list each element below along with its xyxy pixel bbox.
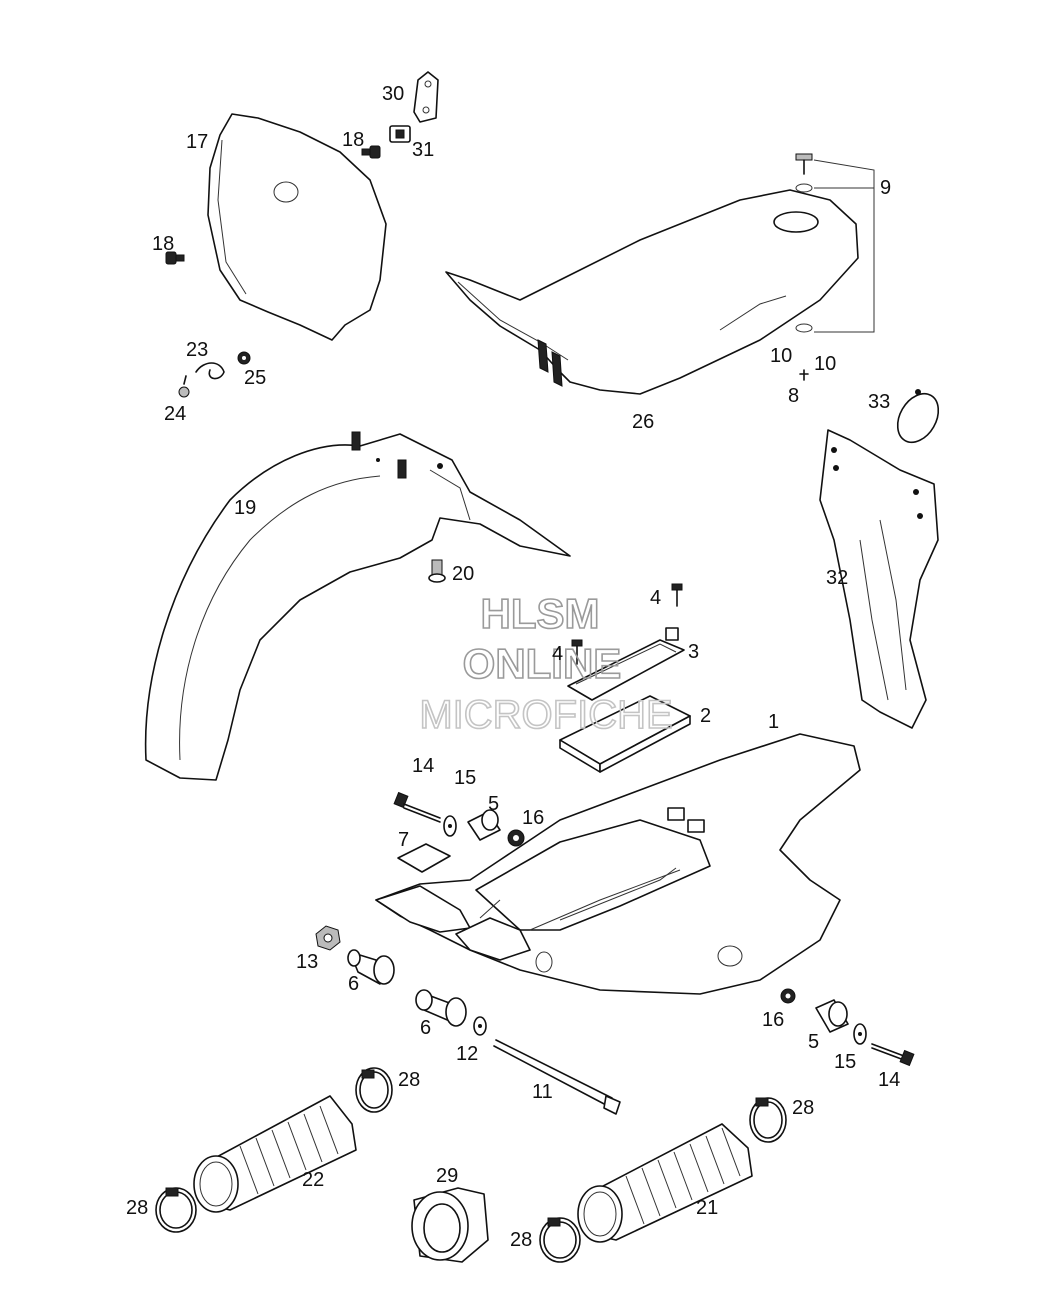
hose-clamp-part-28-top-left [355, 1067, 393, 1113]
cover-plate-part-3 [567, 627, 685, 701]
bolt-part-14-right [871, 1043, 915, 1067]
callout-30: 30 [382, 83, 404, 105]
washer-part-15-left [443, 815, 457, 837]
clamp-part-33 [896, 389, 940, 444]
screw-part-18-upper [361, 145, 381, 159]
nut-part-13 [315, 925, 341, 951]
callout-20: 20 [452, 563, 474, 585]
callout-22: 22 [302, 1169, 324, 1191]
bellows-part-21 [577, 1123, 753, 1243]
clip-part-23 [195, 362, 225, 380]
clip-nut-part-31 [389, 125, 411, 143]
callout-28-top-left: 28 [398, 1069, 420, 1091]
callout-33: 33 [868, 391, 890, 413]
screw-part-18-left [165, 251, 185, 265]
callout-9: 9 [880, 177, 891, 199]
nut-part-16-right [780, 988, 796, 1004]
bushing-part-5-left [467, 809, 501, 841]
bolt-part-8 [799, 369, 809, 381]
callout-1: 1 [768, 711, 779, 733]
mudflap-part-32 [819, 429, 939, 729]
callout-4-lower: 4 [552, 643, 563, 665]
callout-32: 32 [826, 567, 848, 589]
box-part-2 [559, 695, 691, 773]
bolt-part-11 [493, 1039, 621, 1115]
callout-6-lower: 6 [420, 1017, 431, 1039]
hose-clamp-part-28-top-right [749, 1097, 787, 1143]
spacer-part-6-upper [347, 949, 395, 985]
number-plate-part-17 [207, 113, 387, 341]
watermark-line-2: ONLINE [463, 640, 622, 687]
washer-part-10 [795, 323, 813, 333]
bracket-part-30 [413, 71, 439, 123]
callout-29: 29 [436, 1165, 458, 1187]
callout-31: 31 [412, 139, 434, 161]
nut-part-25 [237, 351, 251, 365]
seat-bolt-part-9 [795, 153, 813, 193]
callout-8: 8 [788, 385, 799, 407]
callout-19: 19 [234, 497, 256, 519]
washer-part-12 [473, 1016, 487, 1036]
seat-part-26 [445, 189, 859, 395]
callout-12: 12 [456, 1043, 478, 1065]
rubber-ring-part-29 [411, 1187, 489, 1263]
callout-21: 21 [696, 1197, 718, 1219]
callout-14-right: 14 [878, 1069, 900, 1091]
callout-5-right: 5 [808, 1031, 819, 1053]
screw-part-4-lower [571, 639, 583, 665]
callout-28-bottom-left: 28 [126, 1197, 148, 1219]
callout-24: 24 [164, 403, 186, 425]
callout-10-left: 10 [770, 345, 792, 367]
callout-14-left: 14 [412, 755, 434, 777]
bolt-part-14-left [393, 791, 441, 823]
watermark-line-1: HLSM [481, 590, 600, 637]
hose-clamp-part-28-bottom-left [155, 1187, 197, 1233]
callout-13: 13 [296, 951, 318, 973]
bushing-part-5-right [815, 999, 849, 1033]
screw-part-24 [178, 375, 190, 398]
callout-25: 25 [244, 367, 266, 389]
watermark-line-3: MICROFICHE [419, 693, 672, 737]
callout-labels: 30 31 17 18 18 23 25 24 9 10 10 8 26 33 … [126, 83, 900, 1251]
callout-15-right: 15 [834, 1051, 856, 1073]
callout-10-right: 10 [814, 353, 836, 375]
callout-6-upper: 6 [348, 973, 359, 995]
callout-28-bottom-right: 28 [510, 1229, 532, 1251]
callout-16-right: 16 [762, 1009, 784, 1031]
watermark: HLSM ONLINE MICROFICHE [419, 589, 674, 738]
callout-23: 23 [186, 339, 208, 361]
callout-26: 26 [632, 411, 654, 433]
callout-2: 2 [700, 705, 711, 727]
callout-11: 11 [532, 1081, 553, 1103]
front-fender-part-19 [144, 431, 571, 781]
nut-part-16-left [507, 829, 525, 847]
screw-part-20 [428, 559, 446, 583]
callout-18-left: 18 [152, 233, 174, 255]
washer-part-15-right [853, 1023, 867, 1045]
hose-clamp-part-28-bottom-right [539, 1217, 581, 1263]
callout-15-left: 15 [454, 767, 476, 789]
bellows-part-22 [193, 1095, 357, 1213]
callout-28-top-right: 28 [792, 1097, 814, 1119]
callout-17: 17 [186, 131, 208, 153]
callout-3: 3 [688, 641, 699, 663]
callout-4-upper: 4 [650, 587, 661, 609]
leader-lines-9-10 [813, 159, 875, 333]
callout-5-left: 5 [488, 793, 499, 815]
spacer-part-6-lower [415, 989, 467, 1027]
airbox-part-1 [375, 733, 861, 995]
callout-7: 7 [398, 829, 409, 851]
callout-18-upper: 18 [342, 129, 364, 151]
callout-16-left: 16 [522, 807, 544, 829]
pad-part-7 [397, 843, 451, 873]
screw-part-4-upper [671, 583, 683, 607]
